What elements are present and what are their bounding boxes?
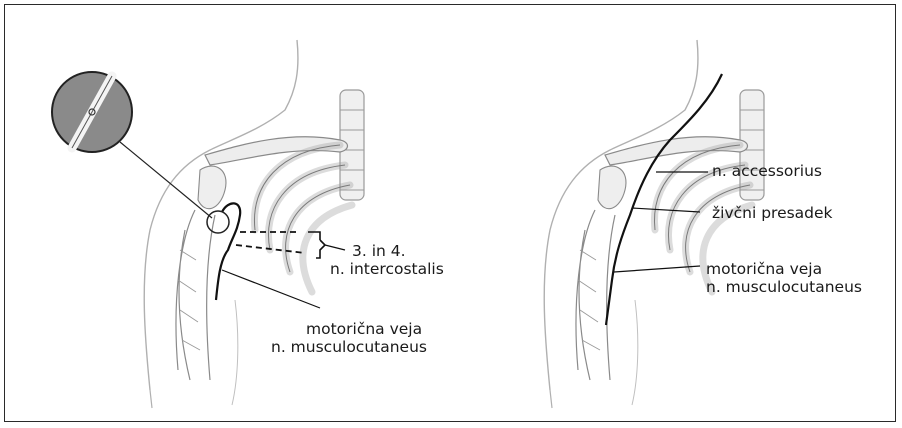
- graft-label: živčni presadek: [712, 204, 833, 222]
- left-motor-label-line1: motorična veja: [306, 320, 422, 338]
- intercostal-label-line2: n. intercostalis: [330, 260, 444, 278]
- right-nerve-graft: [606, 74, 722, 325]
- intercostal-label-line1: 3. in 4.: [352, 242, 406, 260]
- right-motor-label-line1: motorična veja: [706, 260, 822, 278]
- right-motor-label-line2: n. musculocutaneus: [706, 278, 862, 296]
- magnified-suture-inset: [52, 72, 132, 152]
- right-anatomy-drawing: [544, 40, 764, 408]
- accessory-label: n. accessorius: [712, 162, 822, 180]
- left-motor-label-line2: n. musculocutaneus: [271, 338, 427, 356]
- suture-site-circle: [207, 211, 229, 233]
- magnifier-pointer: [120, 142, 212, 218]
